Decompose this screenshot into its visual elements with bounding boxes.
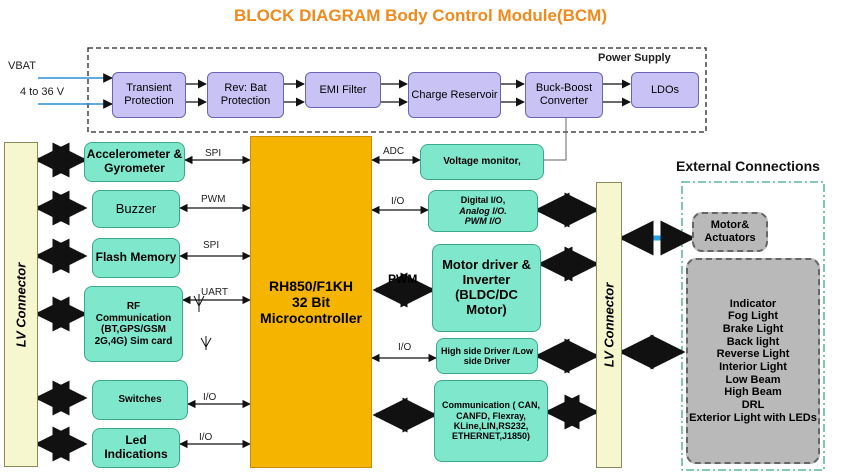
high-low-side-driver-block: High side Driver /Low side Driver [436, 338, 538, 374]
mcu-line-1: RH850/F1KH [268, 277, 354, 294]
power-supply-frame [87, 47, 707, 133]
load-interior-light: Interior Light [719, 361, 787, 373]
signal-spi-2: SPI [203, 240, 220, 251]
flash-memory-block: Flash Memory [92, 238, 180, 278]
analog-io-text: Analog I/O. [459, 205, 507, 216]
rf-communication-block: RF Communication (BT,GPS/GSM 2G,4G) Sim … [84, 286, 183, 362]
load-reverse-light: Reverse Light [716, 348, 790, 361]
led-indications-block: Led Indications [92, 428, 180, 468]
accelerometer-gyrometer-block: Accelerometer & Gyrometer [84, 142, 185, 182]
load-drl: DRL [741, 398, 765, 411]
external-frame [681, 181, 825, 471]
mcu-line-2: 32 Bit [291, 293, 331, 310]
emi-filter-block: EMI Filter [305, 72, 381, 108]
diagram-title: BLOCK DIAGRAM Body Control Module(BCM) [233, 6, 607, 25]
charge-reservoir-block: Charge Reservoir [408, 72, 501, 118]
ldos-block: LDOs [631, 72, 699, 108]
signal-io-left-1: I/O [203, 392, 217, 403]
digital-io-text: Digital I/O, [460, 195, 506, 206]
rev-bat-protection-block: Rev: Bat Protection [207, 72, 284, 118]
voltage-range-label: 4 to 36 V [20, 86, 65, 98]
right-lv-connector-label: LV Connector [601, 282, 617, 368]
transient-protection-block: Transient Protection [112, 72, 186, 118]
power-supply-label: Power Supply [598, 52, 671, 64]
motor-actuators-block: Motor& Actuators [692, 212, 768, 252]
load-back-light: Back light [726, 335, 780, 348]
loads-block: Indicator Fog Light Brake Light Back lig… [686, 258, 820, 464]
signal-spi-1: SPI [205, 148, 222, 159]
digital-analog-pwm-io-block: Digital I/O, Analog I/O. PWM I/O [428, 190, 538, 232]
right-lv-connector: LV Connector [596, 182, 622, 468]
communication-block: Communication ( CAN, CANFD, Flexray, KLi… [434, 380, 548, 462]
switches-block: Switches [92, 380, 188, 420]
signal-adc: ADC [383, 146, 405, 157]
mcu-line-3: Microcontroller [260, 310, 362, 327]
voltage-monitor-block: Voltage monitor, [420, 144, 544, 180]
load-brake-light: Brake Light [722, 323, 784, 336]
external-connections-heading: External Connections [676, 158, 820, 174]
load-fog-light: Fog Light [727, 310, 779, 323]
microcontroller-block: RH850/F1KH 32 Bit Microcontroller [250, 136, 372, 468]
pwm-io-text: PWM I/O [464, 216, 502, 227]
load-high-beam: High Beam [724, 386, 782, 399]
signal-io-right-2: I/O [398, 342, 412, 353]
left-lv-connector: LV Connector [4, 142, 38, 467]
signal-pwm-left: PWM [201, 194, 226, 205]
left-lv-connector-label: LV Connector [13, 262, 29, 347]
buck-boost-converter-block: Buck-Boost Converter [525, 72, 603, 118]
buzzer-block: Buzzer [92, 190, 180, 228]
load-exterior-light: Exterior Light with LEDs [689, 411, 817, 424]
signal-pwm-right: PWM [388, 272, 418, 286]
load-low-beam: Low Beam [725, 373, 781, 386]
load-indicator: Indicator [729, 297, 777, 310]
signal-uart: UART [201, 287, 229, 298]
signal-io-right-1: I/O [391, 196, 405, 207]
motor-driver-inverter-block: Motor driver & Inverter (BLDC/DC Motor) [432, 244, 541, 332]
signal-io-left-2: I/O [199, 432, 213, 443]
vbat-label: VBAT [8, 60, 36, 72]
